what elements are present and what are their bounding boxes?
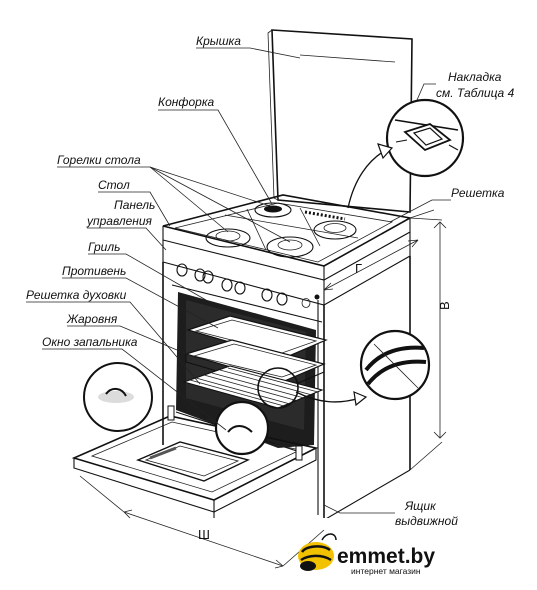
svg-text:см. Таблица 4: см. Таблица 4	[436, 86, 515, 100]
svg-text:Решетка: Решетка	[451, 186, 505, 200]
svg-text:Конфорка: Конфорка	[158, 95, 215, 109]
burner-back-left	[254, 202, 292, 218]
label-grate: Решетка	[389, 186, 505, 223]
detail-rack-zoom	[214, 367, 299, 456]
label-baking-tray: Противень	[62, 264, 219, 329]
svg-text:Стол: Стол	[98, 178, 130, 192]
svg-text:Решетка духовки: Решетка духовки	[26, 288, 127, 302]
lid	[267, 29, 413, 213]
stove-drawing	[71, 29, 413, 518]
dim-depth-label: Г	[355, 261, 362, 276]
svg-text:Окно запальника: Окно запальника	[42, 335, 138, 349]
detail-cover	[385, 98, 465, 178]
dim-width-label: Ш	[198, 527, 210, 542]
label-cover: Накладка см. Таблица 4	[416, 70, 515, 101]
svg-text:Накладка: Накладка	[448, 70, 502, 84]
oven-door	[71, 405, 319, 513]
control-knobs	[176, 263, 320, 308]
label-grill: Гриль	[88, 240, 207, 301]
label-lid: Крышка	[196, 34, 301, 59]
dimension-depth: Г	[323, 209, 435, 291]
burner-front-left	[205, 228, 251, 248]
label-control-panel: Панель управления	[86, 198, 167, 251]
label-drawer: Ящик выдвижной	[323, 499, 458, 528]
callout-arrows	[295, 143, 394, 407]
svg-text:Горелки стола: Горелки стола	[57, 153, 141, 167]
label-table-burners: Горелки стола	[57, 153, 291, 243]
dim-height-label: В	[437, 301, 452, 310]
svg-text:Жаровня: Жаровня	[66, 312, 118, 326]
dimension-width: Ш	[79, 475, 325, 569]
burner-back-right	[304, 210, 357, 240]
label-table: Стол	[98, 178, 171, 227]
svg-text:Ящик: Ящик	[404, 499, 437, 513]
svg-text:управления: управления	[86, 214, 153, 228]
label-oven-rack: Решетка духовки	[26, 288, 201, 385]
dimension-height: В	[409, 217, 452, 471]
burner-front-right	[266, 236, 314, 258]
svg-text:Панель: Панель	[114, 198, 155, 212]
detail-grate-end	[359, 329, 431, 401]
svg-text:Крышка: Крышка	[196, 34, 241, 48]
svg-text:выдвижной: выдвижной	[395, 514, 458, 528]
svg-text:Гриль: Гриль	[88, 240, 120, 254]
logo-brand: emmet.by	[337, 545, 435, 568]
detail-ignition-window	[83, 362, 153, 432]
logo: emmet.by интернет магазин	[298, 533, 435, 576]
label-roasting-pan: Жаровня	[66, 312, 197, 359]
oven-rack	[182, 365, 324, 409]
logo-tagline: интернет магазин	[351, 566, 421, 576]
label-ignition-window: Окно запальника	[42, 335, 227, 431]
svg-text:Противень: Противень	[62, 264, 126, 278]
bee-icon	[298, 533, 337, 571]
label-burner: Конфорка	[158, 95, 273, 205]
